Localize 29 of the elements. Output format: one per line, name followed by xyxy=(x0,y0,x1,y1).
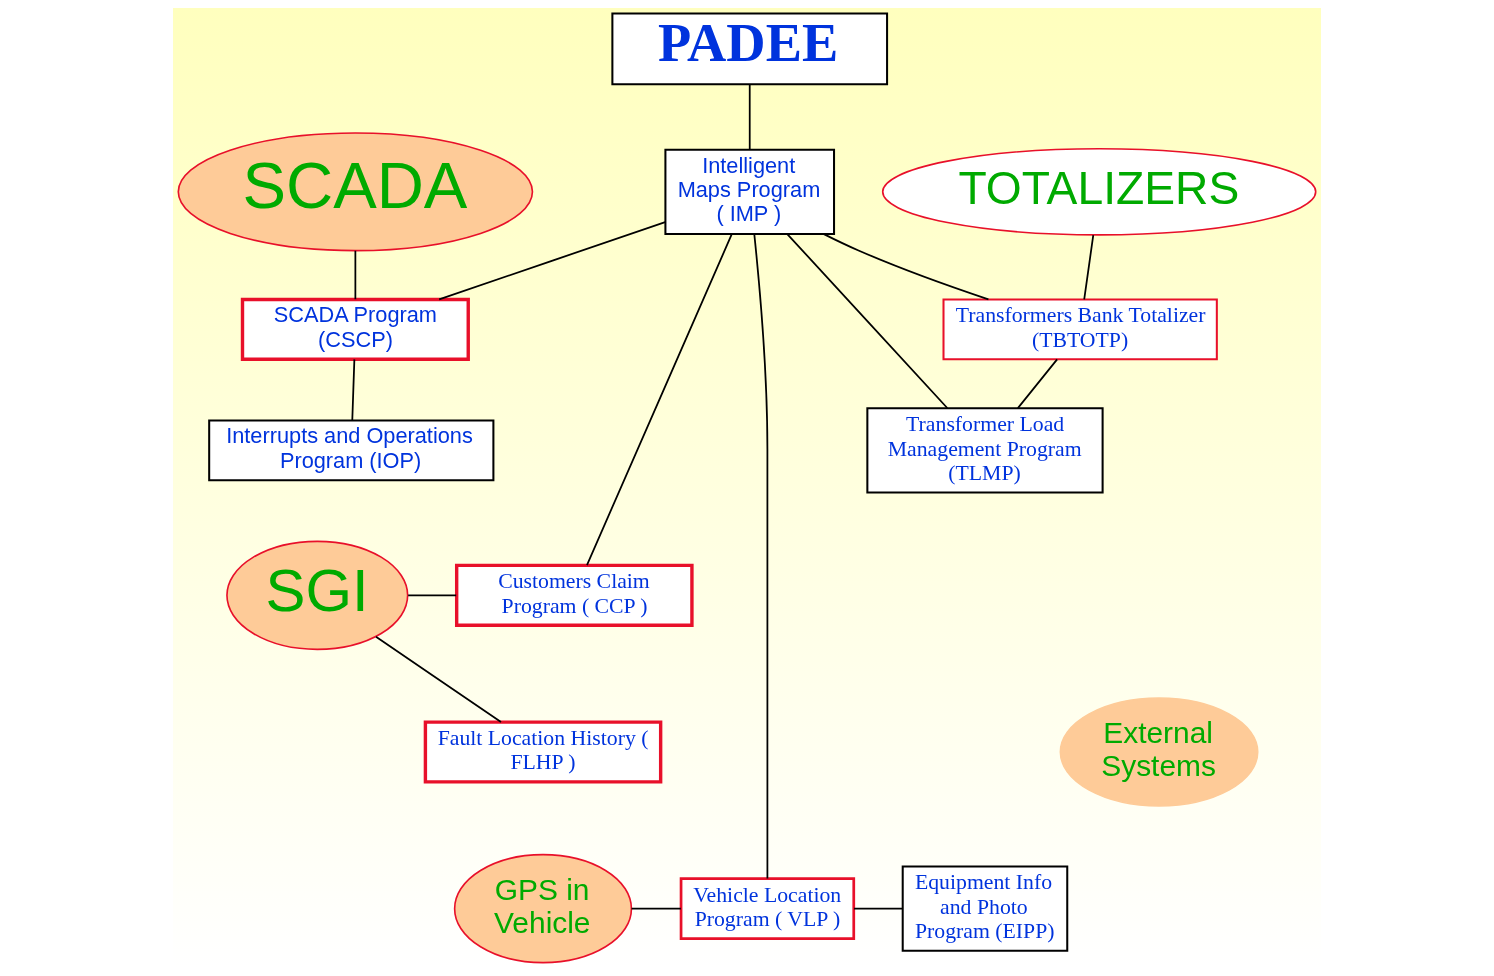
connector xyxy=(748,83,751,151)
connector xyxy=(853,907,904,910)
connector xyxy=(354,249,357,301)
connector xyxy=(1083,234,1095,301)
node-box: Intelligent Maps Program ( IMP ) xyxy=(664,148,836,235)
node-ellipse: TOTALIZERS xyxy=(881,148,1317,236)
node-ellipse: SCADA xyxy=(177,132,534,252)
node-box: SCADA Program (CSCP) xyxy=(240,297,470,361)
connector xyxy=(1017,358,1058,409)
node-box: Customers Claim Program ( CCP ) xyxy=(455,563,694,627)
connector xyxy=(786,233,949,409)
node-box: Fault Location History ( FLHP ) xyxy=(423,720,663,784)
connector xyxy=(407,594,458,597)
node-ellipse: SGI xyxy=(226,540,409,651)
node-box: PADEE xyxy=(611,12,889,86)
connector xyxy=(351,358,356,422)
connector xyxy=(438,221,666,301)
connector xyxy=(753,233,769,880)
connector xyxy=(586,233,733,566)
node-ellipse: GPS in Vehicle xyxy=(453,853,633,964)
node-ellipse: External Systems xyxy=(1059,697,1259,807)
node-box: Transformer Load Management Program (TLMP) xyxy=(866,407,1104,494)
node-box: Transformers Bank Totalizer (TBTOTP) xyxy=(942,298,1218,361)
node-box: Interrupts and Operations Program (IOP) xyxy=(208,419,495,482)
connector xyxy=(823,233,990,301)
connector xyxy=(630,907,682,910)
connector xyxy=(375,635,502,723)
node-box: Vehicle Location Program ( VLP ) xyxy=(679,877,856,940)
node-box: Equipment Info and Photo Program (EIPP) xyxy=(901,865,1069,952)
